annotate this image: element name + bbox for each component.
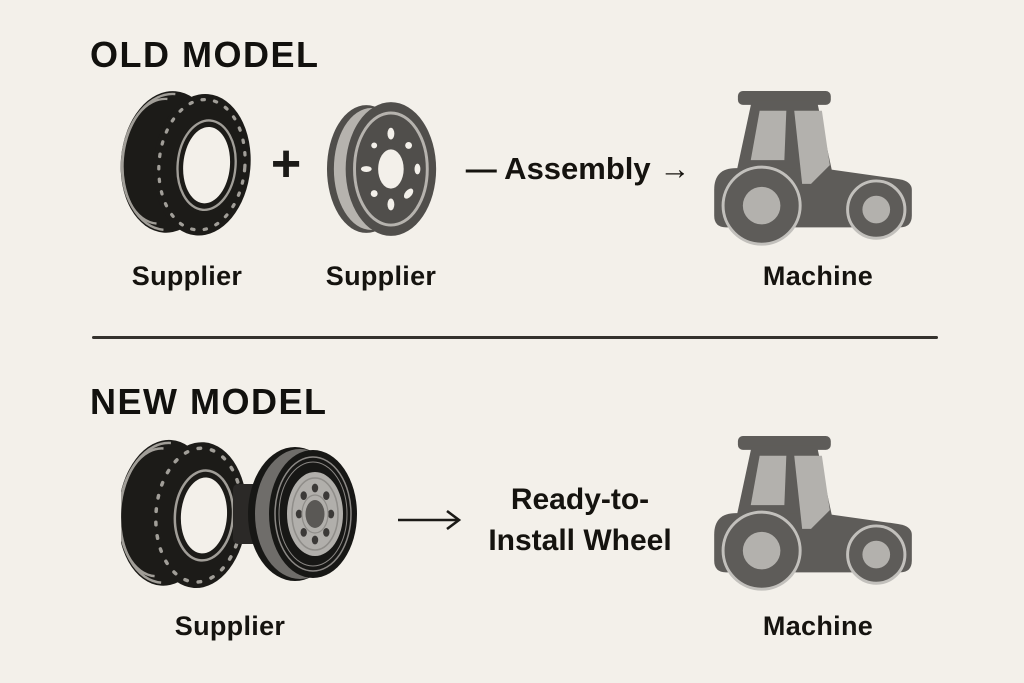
tractor-icon [710, 436, 918, 604]
assembly-process-label: — Assembly → [465, 151, 691, 186]
new-machine-label: Machine [762, 611, 874, 641]
old-model-title: OLD MODEL [90, 34, 320, 75]
right-arrow-icon [396, 507, 468, 533]
new-supplier-label: Supplier [174, 611, 286, 641]
plus-sign: + [270, 135, 302, 193]
new-model-title: NEW MODEL [90, 381, 328, 422]
tractor-icon [710, 91, 918, 259]
old-machine-label: Machine [762, 261, 874, 291]
wheel-rim-icon [326, 96, 444, 244]
ready-to-install-label: Ready-to- Install Wheel [468, 479, 692, 561]
ready-to-install-line2: Install Wheel [488, 524, 672, 557]
tire-and-rim-assembled-icon [121, 434, 361, 596]
section-divider [92, 336, 938, 339]
old-rim-supplier-label: Supplier [325, 261, 437, 291]
tire-icon [118, 84, 258, 244]
ready-to-install-line1: Ready-to- [510, 483, 650, 516]
old-tire-supplier-label: Supplier [131, 261, 243, 291]
